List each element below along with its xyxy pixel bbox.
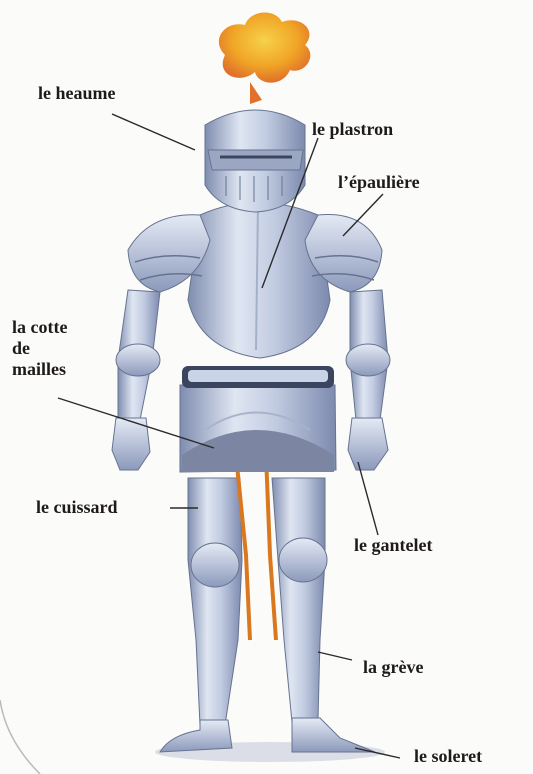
label-cuissard: le cuissard: [36, 497, 118, 518]
label-cotte-de-mailles: la cotte de mailles: [12, 317, 67, 380]
leader-gantelet: [358, 462, 378, 535]
label-cotte-line-2: de: [12, 338, 67, 359]
label-soleret: le soleret: [414, 746, 482, 767]
legs: [160, 455, 375, 752]
label-heaume: le heaume: [38, 83, 115, 104]
plume: [219, 13, 310, 104]
label-epauliere: l’épaulière: [338, 172, 420, 193]
breastplate: [188, 203, 330, 359]
label-cotte-line-1: la cotte: [12, 317, 67, 338]
label-greve: la grève: [363, 657, 423, 678]
tassets: [180, 385, 336, 472]
leader-heaume: [112, 114, 195, 150]
page-edge: [0, 700, 40, 774]
label-gantelet: le gantelet: [354, 535, 432, 556]
leader-greve: [318, 652, 352, 660]
helmet: [205, 110, 305, 212]
label-cotte-line-3: mailles: [12, 359, 67, 380]
label-plastron: le plastron: [312, 119, 393, 140]
